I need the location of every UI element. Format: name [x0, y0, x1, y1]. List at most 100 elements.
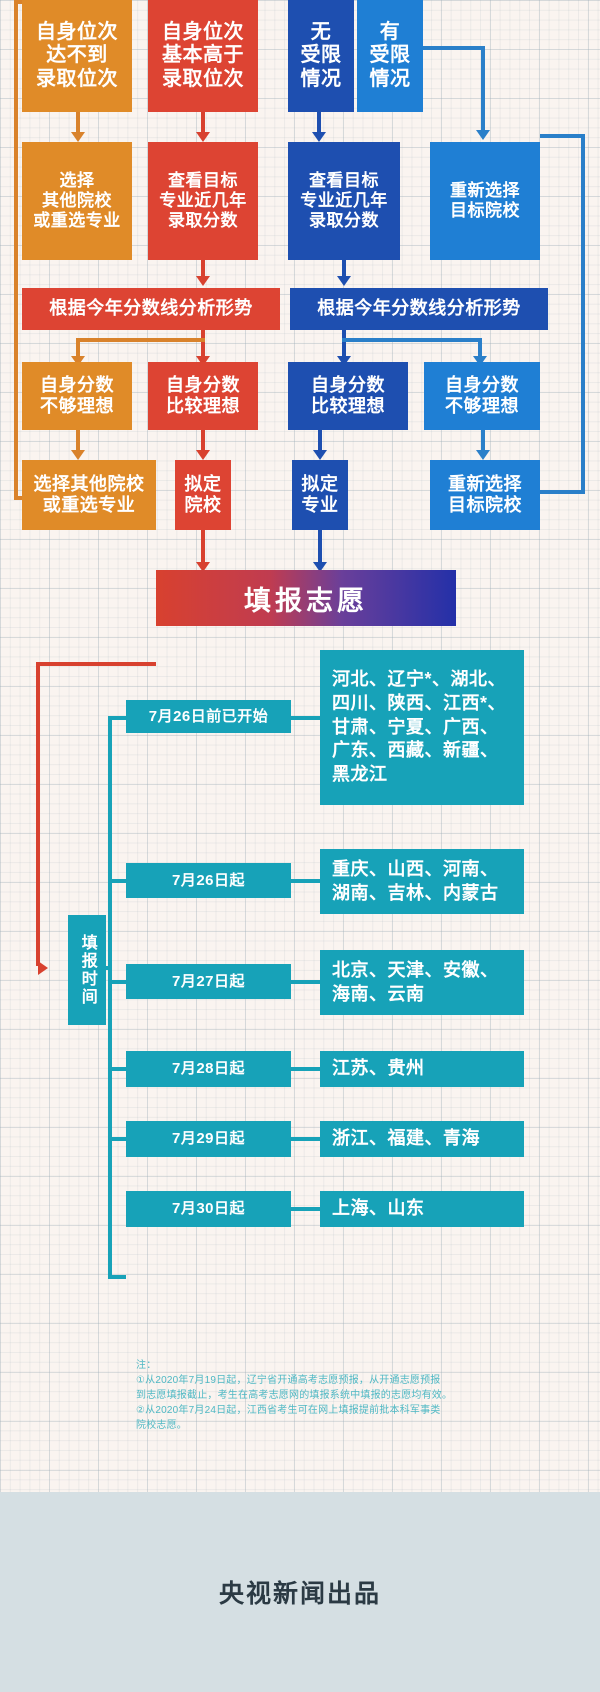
timeline-date-label: 7月27日起	[171, 972, 246, 990]
connector-blue-restriction-vertical	[481, 46, 485, 134]
timeline-province-box[interactable]: 上海、山东	[320, 1191, 524, 1227]
timeline-date-box[interactable]: 7月26日前已开始	[126, 700, 291, 733]
connector-banner-left-h	[36, 662, 156, 666]
timeline-province-label: 重庆、山西、河南、湖南、吉林、内蒙古	[332, 858, 499, 903]
connector-blue-right-bottom	[540, 490, 585, 494]
flow-box-label: 无受限情况	[300, 20, 342, 90]
fill-application-banner[interactable]: 填报志愿	[156, 570, 456, 626]
flow-box-score-ideal-blue[interactable]: 自身分数比较理想	[288, 362, 408, 430]
footer-bar: 央视新闻出品	[0, 1492, 600, 1692]
connector-orange-r3-v	[76, 338, 80, 360]
notes-line: 院校志愿。	[136, 1420, 187, 1431]
connector-blue-r3-v	[478, 338, 482, 360]
flow-box-label: 重新选择目标院校	[450, 180, 520, 220]
banner-label: 填报志愿	[244, 585, 368, 616]
timeline-date-label: 7月30日起	[171, 1200, 246, 1218]
notes-block: 注： ①从2020年7月19日起，辽宁省开通高考志愿预报，从开通志愿预报 到志愿…	[136, 1358, 536, 1433]
timeline-date-label: 7月29日起	[171, 1130, 246, 1148]
flow-box-label: 拟定专业	[301, 473, 339, 515]
flow-box-analyze-blue[interactable]: 根据今年分数线分析形势	[290, 288, 548, 330]
flow-box-check-major-scores-red[interactable]: 查看目标专业近几年录取分数	[148, 142, 258, 260]
connector-blue-r3-h	[342, 338, 482, 342]
flow-box-choose-other-school-2[interactable]: 选择其他院校或重选专业	[22, 460, 156, 530]
flow-box-label: 有受限情况	[369, 20, 411, 90]
connector-orange-r1-r2	[76, 110, 80, 136]
arrow-orange-r1-r2	[71, 132, 85, 142]
connector-darkblue-r5-banner	[318, 528, 322, 566]
connector-darkblue-r1-r2	[317, 110, 321, 136]
timeline-date-label: 7月28日起	[171, 1060, 246, 1078]
timeline-province-box[interactable]: 河北、辽宁*、湖北、四川、陕西、江西*、甘肃、宁夏、广西、广东、西藏、新疆、黑龙…	[320, 650, 524, 805]
flow-box-choose-other-school[interactable]: 选择其他院校或重选专业	[22, 142, 132, 260]
connector-red-r3-down	[201, 328, 205, 360]
connector-teal-spine	[108, 716, 112, 1279]
arrow-red-r3-r4	[196, 356, 210, 366]
connector-teal-stub-2	[108, 879, 126, 883]
arrow-red-r1-r2	[196, 132, 210, 142]
connector-blue-right-vertical	[581, 134, 585, 494]
timeline-date-box[interactable]: 7月30日起	[126, 1191, 291, 1227]
notes-line: 到志愿填报截止，考生在高考志愿网的填报系统中填报的志愿均有效。	[136, 1390, 453, 1401]
flow-box-label: 自身分数比较理想	[166, 374, 240, 416]
flow-box-label: 重新选择目标院校	[448, 473, 522, 515]
timeline-province-label: 浙江、福建、青海	[332, 1128, 480, 1149]
connector-teal-link-3	[291, 980, 320, 984]
timeline-province-label: 江苏、贵州	[332, 1058, 425, 1079]
connector-teal-stub-1	[108, 716, 126, 720]
connector-red-r1-r2	[201, 110, 205, 136]
notes-line: ①从2020年7月19日起，辽宁省开通高考志愿预报，从开通志愿预报	[136, 1375, 441, 1386]
connector-teal-link-2	[291, 879, 320, 883]
timeline-date-box[interactable]: 7月29日起	[126, 1121, 291, 1157]
arrow-blue-r4-r5	[476, 450, 490, 460]
timeline-province-box[interactable]: 北京、天津、安徽、海南、云南	[320, 950, 524, 1015]
flow-box-label: 根据今年分数线分析形势	[317, 298, 521, 319]
flow-box-draft-school[interactable]: 拟定院校	[175, 460, 231, 530]
timeline-side-label-text: 填报时间	[78, 934, 96, 1006]
notes-line: ②从2020年7月24日起，江西省考生可在网上填报提前批本科军事类	[136, 1405, 441, 1416]
connector-teal-link-5	[291, 1137, 320, 1141]
connector-teal-stub-5	[108, 1137, 126, 1141]
flow-box-reselect-target-school-2[interactable]: 重新选择目标院校	[430, 460, 540, 530]
timeline-province-box[interactable]: 浙江、福建、青海	[320, 1121, 524, 1157]
connector-teal-link-6	[291, 1207, 320, 1211]
flow-box-label: 自身分数比较理想	[311, 374, 385, 416]
timeline-date-box[interactable]: 7月27日起	[126, 964, 291, 999]
flow-box-label: 拟定院校	[184, 473, 222, 515]
timeline-province-box[interactable]: 江苏、贵州	[320, 1051, 524, 1087]
arrow-blue-r3-r4	[473, 356, 487, 366]
arrow-red-banner	[196, 562, 210, 572]
footer-brand-label: 央视新闻出品	[218, 1580, 381, 1608]
connector-red-r2-r3	[201, 258, 205, 280]
connector-orange-r4-r5	[76, 428, 80, 454]
arrow-banner-to-time	[38, 961, 48, 975]
connector-darkblue-r2-r3	[342, 258, 346, 280]
flow-box-label: 根据今年分数线分析形势	[49, 298, 253, 319]
flow-box-no-restriction[interactable]: 无受限情况	[288, 0, 354, 112]
notes-title: 注：	[136, 1360, 157, 1371]
timeline-date-box[interactable]: 7月28日起	[126, 1051, 291, 1087]
arrow-red-r2-r3	[196, 276, 210, 286]
flow-box-draft-major[interactable]: 拟定专业	[292, 460, 348, 530]
timeline-province-label: 河北、辽宁*、湖北、四川、陕西、江西*、甘肃、宁夏、广西、广东、西藏、新疆、黑龙…	[332, 669, 507, 785]
flow-box-reselect-target-school[interactable]: 重新选择目标院校	[430, 142, 540, 260]
flow-box-label: 自身分数不够理想	[445, 374, 519, 416]
flow-box-rank-above[interactable]: 自身位次基本高于录取位次	[148, 0, 258, 112]
flow-box-score-not-ideal-blue[interactable]: 自身分数不够理想	[424, 362, 540, 430]
timeline-date-box[interactable]: 7月26日起	[126, 863, 291, 898]
flow-box-label: 自身位次基本高于录取位次	[162, 20, 244, 90]
connector-banner-left-v	[36, 662, 40, 966]
connector-red-r5-banner	[201, 528, 205, 566]
flow-box-label: 自身分数不够理想	[40, 374, 114, 416]
arrow-darkblue-banner	[313, 562, 327, 572]
flow-box-score-not-ideal-orange[interactable]: 自身分数不够理想	[22, 362, 132, 430]
flow-box-analyze-red[interactable]: 根据今年分数线分析形势	[22, 288, 280, 330]
connector-teal-link-1	[291, 716, 320, 720]
flow-box-rank-below[interactable]: 自身位次达不到录取位次	[22, 0, 132, 112]
flow-box-has-restriction[interactable]: 有受限情况	[357, 0, 423, 112]
flow-box-score-ideal-red[interactable]: 自身分数比较理想	[148, 362, 258, 430]
connector-red-r4-r5	[201, 428, 205, 454]
flow-box-check-major-scores-blue[interactable]: 查看目标专业近几年录取分数	[288, 142, 400, 260]
timeline-date-label: 7月26日前已开始	[148, 707, 269, 725]
timeline-province-box[interactable]: 重庆、山西、河南、湖南、吉林、内蒙古	[320, 849, 524, 914]
